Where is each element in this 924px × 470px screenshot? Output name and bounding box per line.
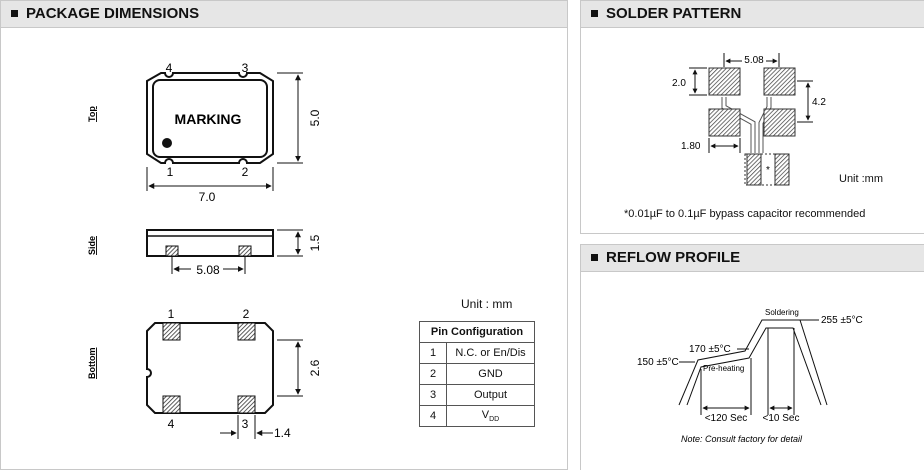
pin-function: GND (446, 363, 535, 385)
package-unit-label: Unit : mm (461, 297, 513, 311)
pin-function: Output (446, 384, 535, 406)
solder-pad-bottom-right (763, 108, 796, 137)
pin-function: VDD (446, 405, 535, 427)
solder-pattern-panel: SOLDER PATTERN * 5.08 (580, 0, 924, 234)
top-view-lid (152, 79, 268, 158)
side-view: 5.08 1.5 (146, 229, 322, 277)
pad-width-dimension-label: 1.4 (274, 426, 291, 440)
view-label-side-text: Side (87, 236, 97, 255)
package-drawing: Top Side Bottom MARKING 4 3 1 2 7.0 (87, 61, 322, 440)
bottom-pin2-label: 2 (243, 307, 250, 321)
table-row: 4 VDD (419, 405, 535, 427)
pin-configuration-table: Pin Configuration 1 N.C. or En/Dis 2 GND… (419, 321, 535, 427)
pin1-indicator-dot (162, 138, 172, 148)
capacitor-pad-right (774, 153, 790, 186)
solder-unit-label: Unit :mm (839, 173, 883, 185)
bottom-pad-1 (162, 322, 181, 341)
bottom-pin1-label: 1 (168, 307, 175, 321)
side-pad-left (165, 245, 179, 257)
height-dimension-label: 5.0 (308, 109, 322, 126)
solder-pad-gap-label: 4.2 (812, 97, 826, 108)
marking-label: MARKING (175, 111, 242, 127)
capacitor-mark: * (766, 165, 770, 176)
bottom-pad-2 (237, 322, 256, 341)
pad-pitch-dimension-label: 5.08 (196, 263, 220, 277)
table-row: 1 N.C. or En/Dis (419, 342, 535, 364)
bullet-square-icon (11, 9, 18, 17)
reflow-profile-drawing: Pre-heating Soldering 255 ±5°C 170 ±5°C … (637, 308, 863, 444)
pin-function-vdd: V (481, 408, 490, 421)
preheat-time-label: <120 Sec (705, 413, 748, 424)
capacitor-pad-left (746, 153, 762, 186)
solder-pad-bottom-left (708, 108, 741, 137)
side-pad-right (238, 245, 252, 257)
table-row: 2 GND (419, 363, 535, 385)
thickness-dimension-label: 1.5 (308, 234, 322, 251)
bottom-pin3-label: 3 (242, 417, 249, 431)
top-pin3-label: 3 (242, 61, 249, 75)
bullet-square-icon (591, 9, 598, 17)
pin-number: 4 (419, 405, 447, 427)
solder-pad-width-label: 1.80 (681, 141, 701, 152)
reflow-profile-curve-inner (686, 327, 822, 406)
pin-number: 3 (419, 384, 447, 406)
soldering-time-label: <10 Sec (763, 413, 800, 424)
solder-pad-top-right (763, 67, 796, 96)
width-dimension-label: 7.0 (199, 190, 216, 204)
bottom-view: 1 2 4 3 2.6 1.4 (146, 307, 322, 440)
bottom-view-outline (146, 322, 274, 414)
top-pin4-label: 4 (166, 61, 173, 75)
bottom-pad-3 (237, 395, 256, 414)
reflow-profile-title: REFLOW PROFILE (606, 249, 741, 266)
preheating-label: Pre-heating (703, 364, 744, 373)
peak-temp-label: 255 ±5°C (821, 315, 863, 326)
package-dimensions-panel: PACKAGE DIMENSIONS Top Side Bottom MARKI… (0, 0, 568, 470)
reflow-note: Note: Consult factory for detail (681, 434, 803, 444)
pin-number: 2 (419, 363, 447, 385)
soldering-label: Soldering (765, 308, 799, 317)
top-pin2-label: 2 (242, 165, 249, 179)
view-label-bottom-text: Bottom (87, 348, 97, 380)
solder-pad-height-label: 2.0 (672, 78, 686, 89)
bottom-pad-4 (162, 395, 181, 414)
view-label-side: Side (87, 236, 97, 255)
reflow-profile-panel: REFLOW PROFILE Pre-heating Soldering 255… (580, 244, 924, 470)
bottom-pin4-label: 4 (168, 417, 175, 431)
capacitor-outline (744, 153, 790, 186)
solder-pattern-drawing: * 5.08 2.0 4.2 1.80 (672, 53, 826, 186)
t170-label: 170 ±5°C (689, 344, 731, 355)
solder-pad-top-left (708, 67, 741, 96)
bottom-height-dimension-label: 2.6 (308, 359, 322, 376)
bullet-square-icon (591, 253, 598, 261)
t150-label: 150 ±5°C (637, 357, 679, 368)
view-label-top-text: Top (87, 106, 97, 122)
pin-function-vdd-subscript: DD (489, 416, 500, 424)
pin-config-title: Pin Configuration (419, 321, 535, 343)
top-view: MARKING 4 3 1 2 7.0 5.0 (146, 61, 322, 204)
package-dimensions-title: PACKAGE DIMENSIONS (26, 5, 200, 22)
pin-number: 1 (419, 342, 447, 364)
reflow-profile-curve-outer (678, 319, 828, 406)
reflow-profile-header: REFLOW PROFILE (581, 245, 924, 272)
solder-pattern-header: SOLDER PATTERN (581, 1, 924, 28)
pin-function: N.C. or En/Dis (446, 342, 535, 364)
solder-pattern-title: SOLDER PATTERN (606, 5, 742, 22)
package-dimensions-header: PACKAGE DIMENSIONS (1, 1, 567, 28)
solder-pitch-label: 5.08 (744, 55, 764, 66)
view-label-top: Top (87, 106, 97, 122)
table-row: 3 Output (419, 384, 535, 406)
pin-config-header-row: Pin Configuration (419, 321, 535, 343)
view-label-bottom: Bottom (87, 348, 97, 380)
solder-capacitor-note: *0.01µF to 0.1µF bypass capacitor recomm… (624, 208, 866, 220)
top-pin1-label: 1 (167, 165, 174, 179)
